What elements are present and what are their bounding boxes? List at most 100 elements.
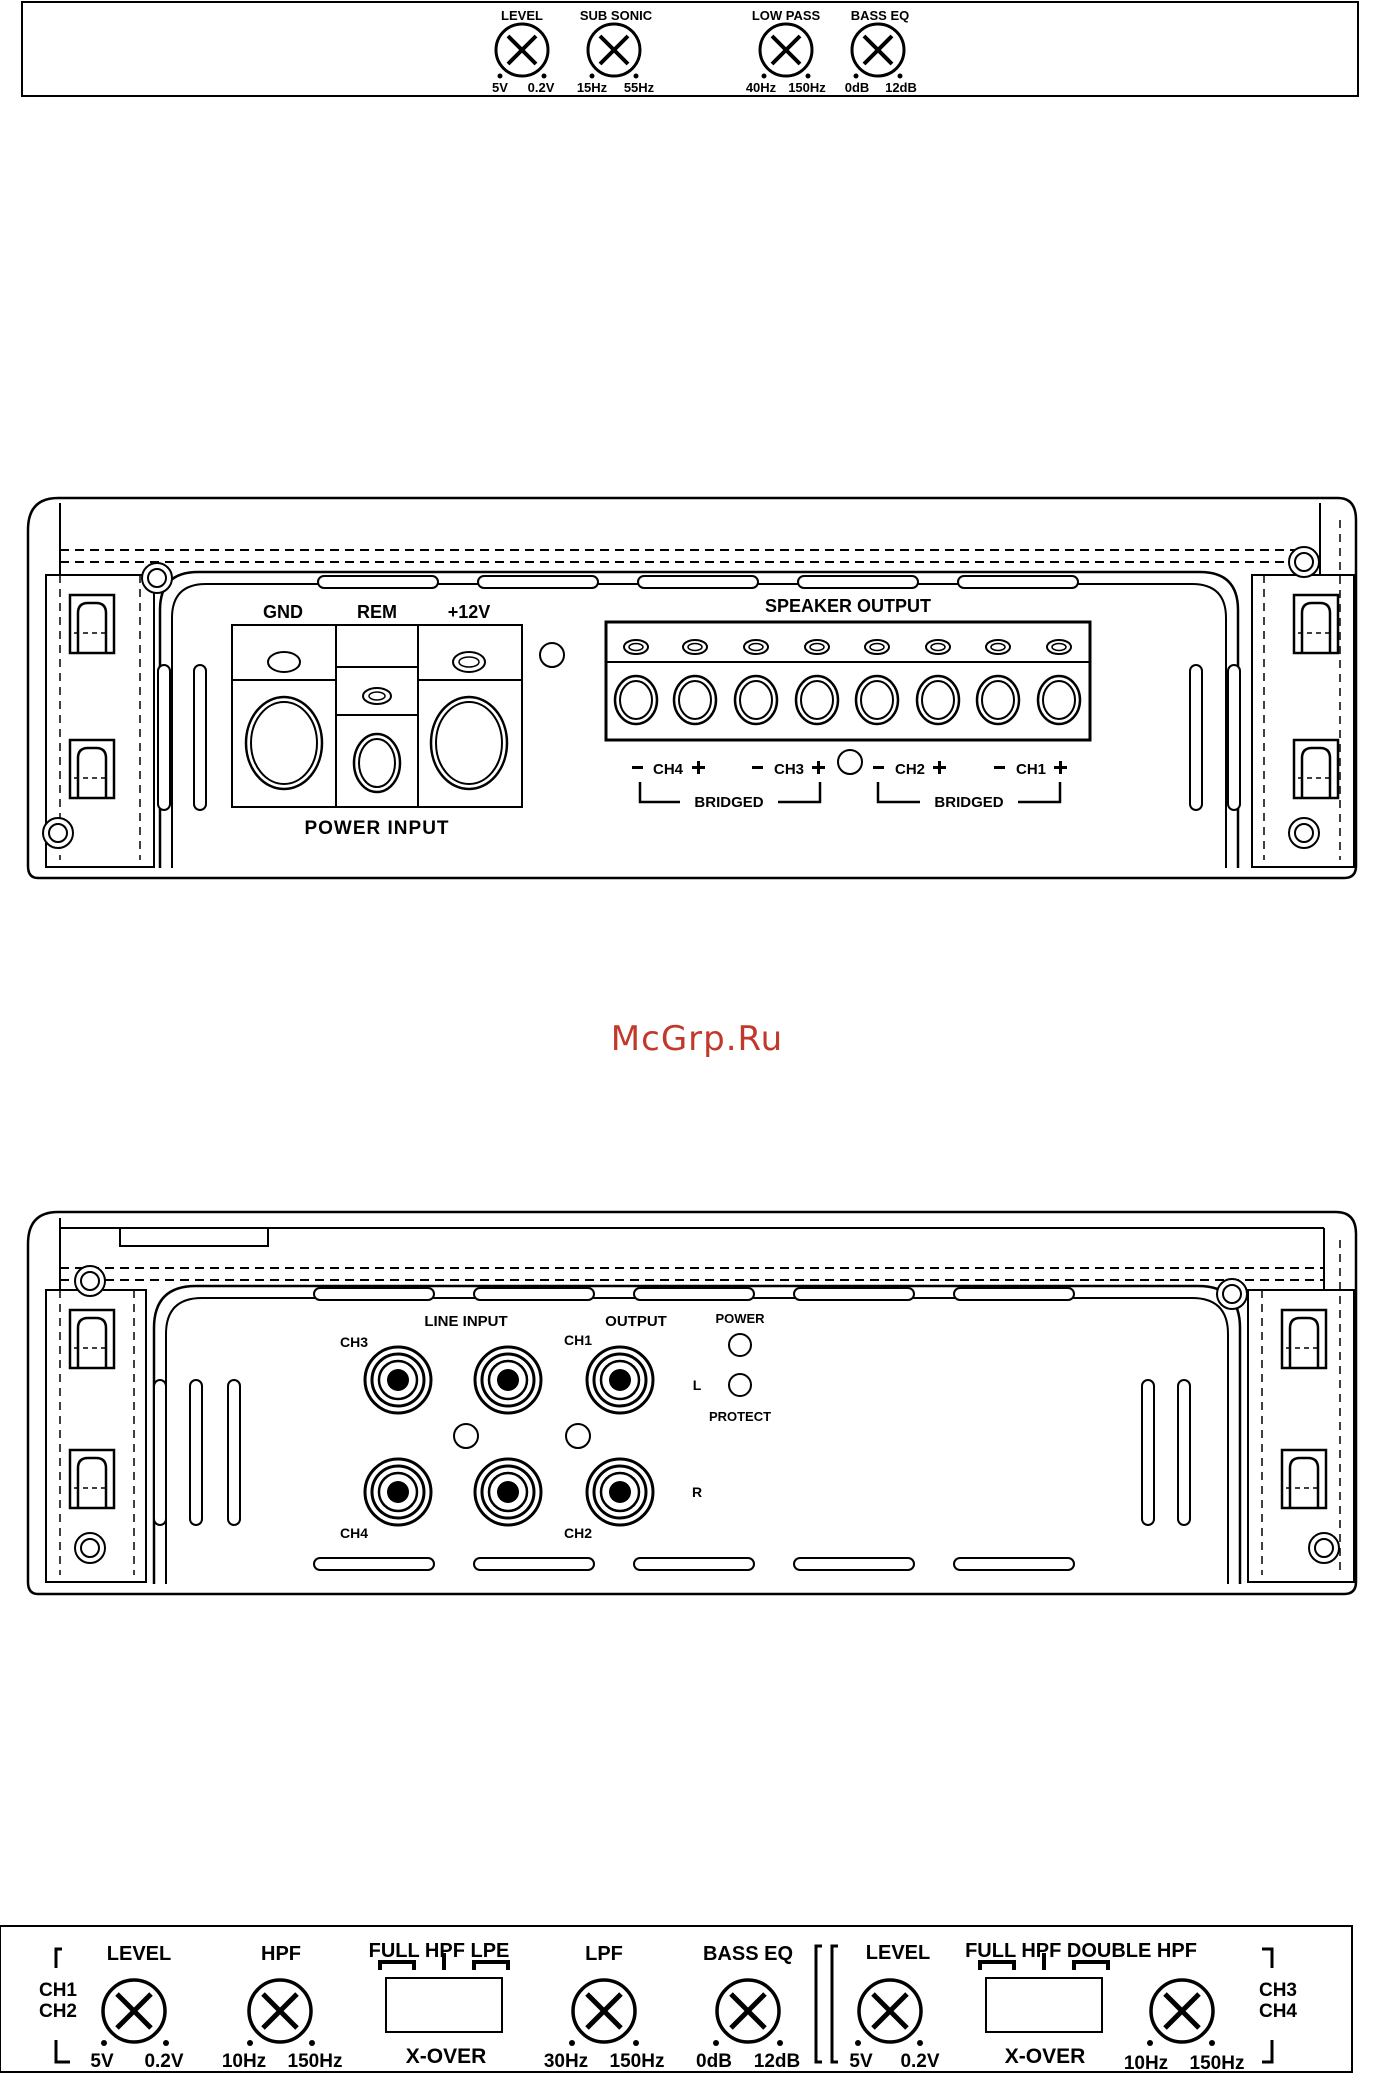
rca-jack-output-r[interactable] <box>585 1457 655 1527</box>
top-knob-max: 150Hz <box>788 80 826 95</box>
top-knob-max: 0.2V <box>528 80 555 95</box>
top-knob-label: LEVEL <box>501 8 543 23</box>
speaker-output-label: SPEAKER OUTPUT <box>765 596 931 616</box>
rem-label: REM <box>357 602 397 622</box>
bottom-knob-basseq[interactable] <box>717 1980 779 2042</box>
top-knob-basseq[interactable] <box>850 22 906 78</box>
xover-modes-right: FULL HPF DOUBLE HPF <box>965 1940 1197 1962</box>
led-hole <box>539 642 565 668</box>
rem-terminal[interactable] <box>352 732 402 794</box>
ch1-label: CH1 <box>564 1332 592 1348</box>
bottom-knob-hpf-ch12[interactable] <box>249 1980 311 2042</box>
top-knob-max: 55Hz <box>624 80 655 95</box>
bottom-knob-hpf-ch34[interactable] <box>1151 1980 1213 2042</box>
xover-label-right: X-OVER <box>1005 2045 1086 2068</box>
bridged-label: BRIDGED <box>694 794 763 811</box>
channel-label-ch4: CH4 <box>653 761 684 778</box>
power-speaker-panel: GND REM +12V POWER INPUT SPEAKER OUTPUT … <box>26 496 1358 880</box>
top-knob-max: 12dB <box>885 80 917 95</box>
top-control-panel: LEVEL SUB SONIC LOW PASS BASS EQ 5V 0.2V… <box>21 1 1359 97</box>
ch2-label: CH2 <box>564 1525 592 1541</box>
rca-jack-ch3[interactable] <box>363 1345 433 1415</box>
top-knob-min: 15Hz <box>577 80 608 95</box>
ch3-group-label: CH3 <box>1259 1980 1297 2001</box>
right-channel-label: R <box>692 1484 702 1500</box>
top-knob-min: 0dB <box>845 80 870 95</box>
knob-min: 10Hz <box>1124 2053 1168 2074</box>
speaker-terminal[interactable] <box>975 674 1021 726</box>
rca-jack-ch1[interactable] <box>473 1345 543 1415</box>
power-led-icon <box>728 1333 752 1357</box>
rca-jack-ch4[interactable] <box>363 1457 433 1527</box>
xover-switch-right[interactable] <box>978 1953 1110 2033</box>
xover-switch-left[interactable] <box>378 1953 510 2033</box>
top-knob-min: 5V <box>492 80 508 95</box>
speaker-terminal[interactable] <box>613 674 659 726</box>
bottom-knob-lpf[interactable] <box>573 1980 635 2042</box>
line-input-label: LINE INPUT <box>424 1313 507 1330</box>
speaker-terminal-block <box>604 620 1092 742</box>
top-knob-min: 40Hz <box>746 80 777 95</box>
knob-max: 12dB <box>754 2051 800 2072</box>
ch2-group-label: CH2 <box>39 2001 77 2022</box>
xover-modes-left: FULL HPF LPE <box>369 1940 510 1962</box>
speaker-terminal[interactable] <box>915 674 961 726</box>
bottom-knob-level-ch34[interactable] <box>859 1980 921 2042</box>
knob-min: 10Hz <box>222 2051 266 2072</box>
power-input-label: POWER INPUT <box>304 818 449 839</box>
output-label: OUTPUT <box>605 1313 667 1330</box>
gnd-terminal[interactable] <box>244 695 324 791</box>
speaker-terminal[interactable] <box>1036 674 1082 726</box>
knob-max: 150Hz <box>288 2051 343 2072</box>
power-terminal-block <box>231 624 523 808</box>
ch4-label: CH4 <box>340 1525 368 1541</box>
ch4-group-label: CH4 <box>1259 2001 1297 2022</box>
top-knob-lowpass[interactable] <box>758 22 814 78</box>
channel-label-ch1: CH1 <box>1016 761 1046 778</box>
knob-label: BASS EQ <box>703 1943 793 1965</box>
knob-min: 5V <box>90 2051 114 2072</box>
power-led-label: POWER <box>715 1311 765 1326</box>
left-channel-label: L <box>693 1377 702 1393</box>
knob-label: LPF <box>585 1943 623 1965</box>
knob-min: 5V <box>849 2051 873 2072</box>
protect-led-icon <box>728 1373 752 1397</box>
top-knob-label: SUB SONIC <box>580 8 653 23</box>
ch1-group-label: CH1 <box>39 1980 77 2001</box>
watermark-text: McGrp.Ru <box>611 1019 783 1059</box>
speaker-terminal[interactable] <box>794 674 840 726</box>
top-knob-level[interactable] <box>494 22 550 78</box>
xover-label-left: X-OVER <box>406 2045 487 2068</box>
knob-min: 0dB <box>696 2051 732 2072</box>
bottom-control-panel: CH1 CH2 CH3 CH4 LEVEL HPF LPF BASS EQ LE… <box>0 1925 1353 2074</box>
top-knob-label: BASS EQ <box>851 8 910 23</box>
ch3-label: CH3 <box>340 1334 368 1350</box>
gnd-label: GND <box>263 602 303 622</box>
channel-label-ch3: CH3 <box>774 761 804 778</box>
knob-max: 150Hz <box>1190 2053 1245 2074</box>
knob-max: 0.2V <box>900 2051 939 2072</box>
knob-label: LEVEL <box>107 1943 171 1965</box>
plus12v-label: +12V <box>448 602 491 622</box>
bridged-label: BRIDGED <box>934 794 1003 811</box>
speaker-terminal[interactable] <box>672 674 718 726</box>
knob-label: LEVEL <box>866 1942 930 1964</box>
knob-min: 30Hz <box>544 2051 588 2072</box>
rca-jack-ch2[interactable] <box>473 1457 543 1527</box>
knob-label: HPF <box>261 1943 301 1965</box>
plus12v-terminal[interactable] <box>429 695 509 791</box>
led-hole <box>565 1423 591 1449</box>
top-knob-label: LOW PASS <box>752 8 821 23</box>
bottom-knob-level-ch12[interactable] <box>103 1980 165 2042</box>
knob-max: 0.2V <box>144 2051 183 2072</box>
line-input-panel: LINE INPUT OUTPUT POWER PROTECT CH3 CH1 … <box>26 1210 1358 1596</box>
top-knob-subsonic[interactable] <box>586 22 642 78</box>
speaker-terminal[interactable] <box>854 674 900 726</box>
speaker-terminal[interactable] <box>733 674 779 726</box>
protect-led-label: PROTECT <box>709 1409 771 1424</box>
led-hole <box>837 749 863 775</box>
led-hole <box>453 1423 479 1449</box>
rca-jack-output-l[interactable] <box>585 1345 655 1415</box>
channel-label-ch2: CH2 <box>895 761 925 778</box>
